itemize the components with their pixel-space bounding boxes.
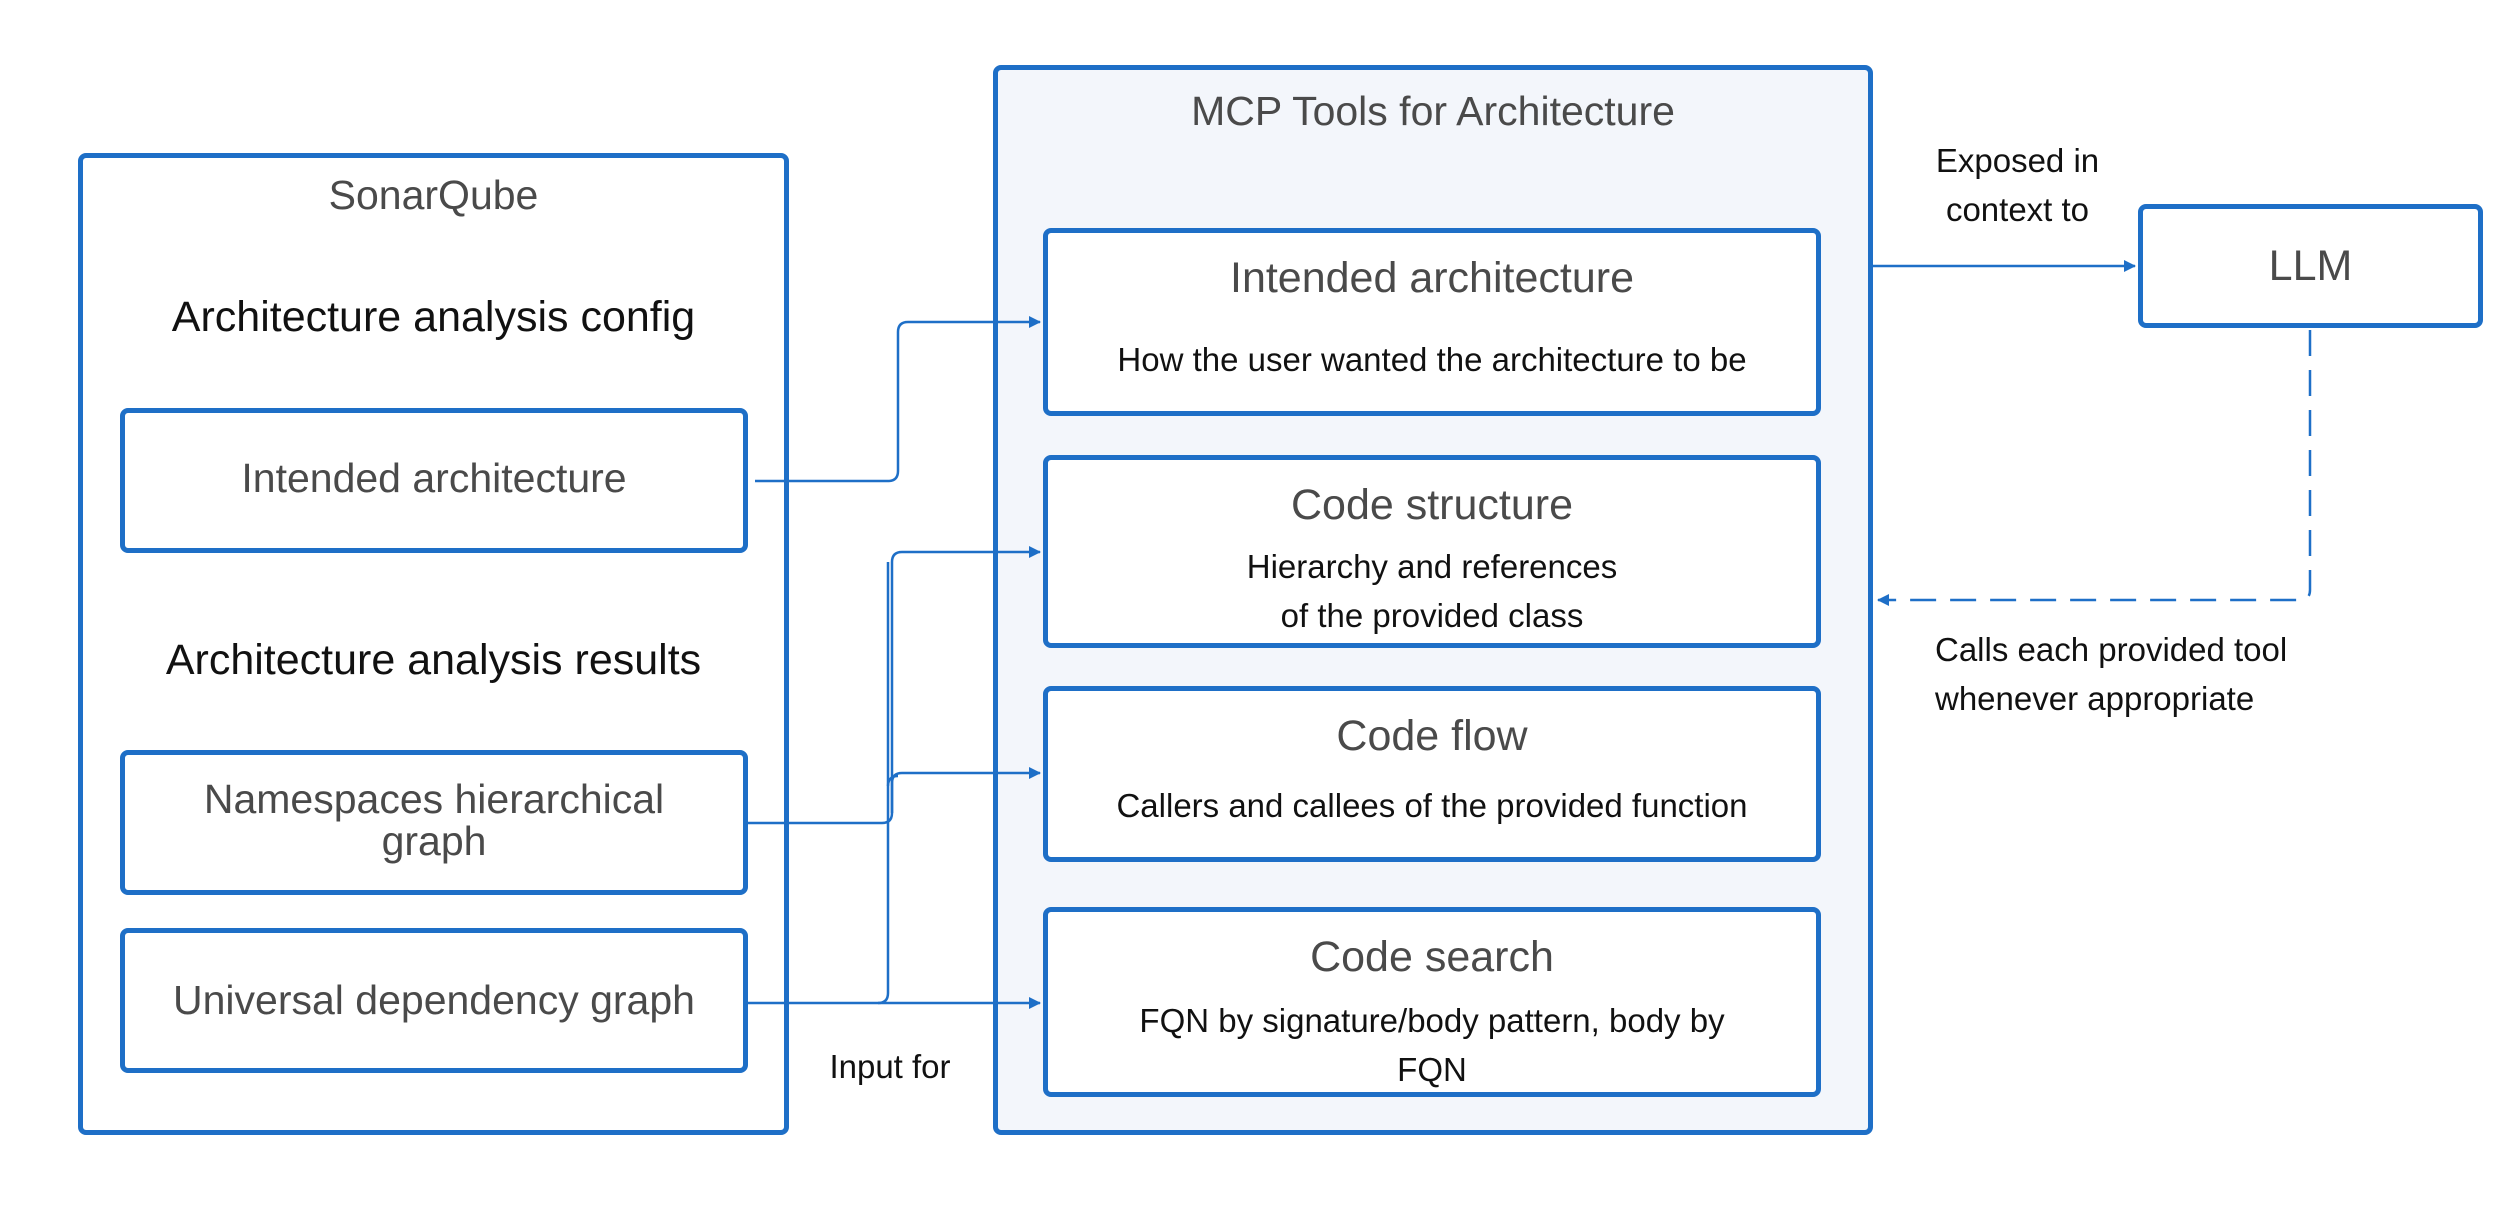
llm-box[interactable] <box>2138 204 2483 328</box>
exposed-label: Exposed in context to <box>1935 142 2100 228</box>
universal-graph-label: Universal dependency graph <box>173 977 695 1023</box>
tool-code-flow[interactable] <box>1043 686 1821 862</box>
tool-code-structure[interactable] <box>1043 455 1821 648</box>
tool-code-search[interactable] <box>1043 907 1821 1097</box>
arrow-namespaces-to-structure <box>748 546 1041 825</box>
tool-code-structure-title: Code structure <box>1290 481 1574 529</box>
arrow-llm-to-mcp <box>1877 330 2312 606</box>
tool-intended-architecture-desc: How the user wanted the architecture to … <box>1117 341 1747 378</box>
calls-label: Calls each provided tool whenever approp… <box>1935 631 2288 717</box>
tool-code-flow-desc: Callers and callees of the provided func… <box>1116 787 1748 824</box>
input-for-label: Input for <box>829 1048 951 1085</box>
sonarqube-intended-architecture-label: Intended architecture <box>241 455 627 501</box>
arrow-universal-to-flow <box>886 774 899 787</box>
arrow-intended-to-tool <box>755 316 1041 483</box>
tool-code-search-desc: FQN by signature/body pattern, body by F… <box>1139 1002 1725 1088</box>
universal-graph-box[interactable] <box>120 928 748 1073</box>
tool-code-search-title: Code search <box>1310 933 1554 981</box>
tool-code-flow-title: Code flow <box>1336 712 1528 760</box>
namespaces-graph-label: Namespaces hierarchical graph <box>203 776 665 864</box>
results-heading: Architecture analysis results <box>165 636 702 684</box>
config-heading: Architecture analysis config <box>171 293 696 341</box>
namespaces-graph-box[interactable] <box>120 750 748 895</box>
llm-label: LLM <box>2268 242 2353 290</box>
tool-intended-architecture-title: Intended architecture <box>1230 254 1634 302</box>
arrow-universal-trunk <box>877 562 890 1005</box>
sonarqube-title: SonarQube <box>328 172 539 218</box>
tool-intended-architecture[interactable] <box>1043 228 1821 416</box>
sonarqube-intended-architecture[interactable] <box>120 408 748 553</box>
mcp-title: MCP Tools for Architecture <box>1191 88 1675 134</box>
arrow-namespaces-to-flow <box>890 767 1041 813</box>
tool-code-structure-desc: Hierarchy and references of the provided… <box>1246 548 1618 634</box>
